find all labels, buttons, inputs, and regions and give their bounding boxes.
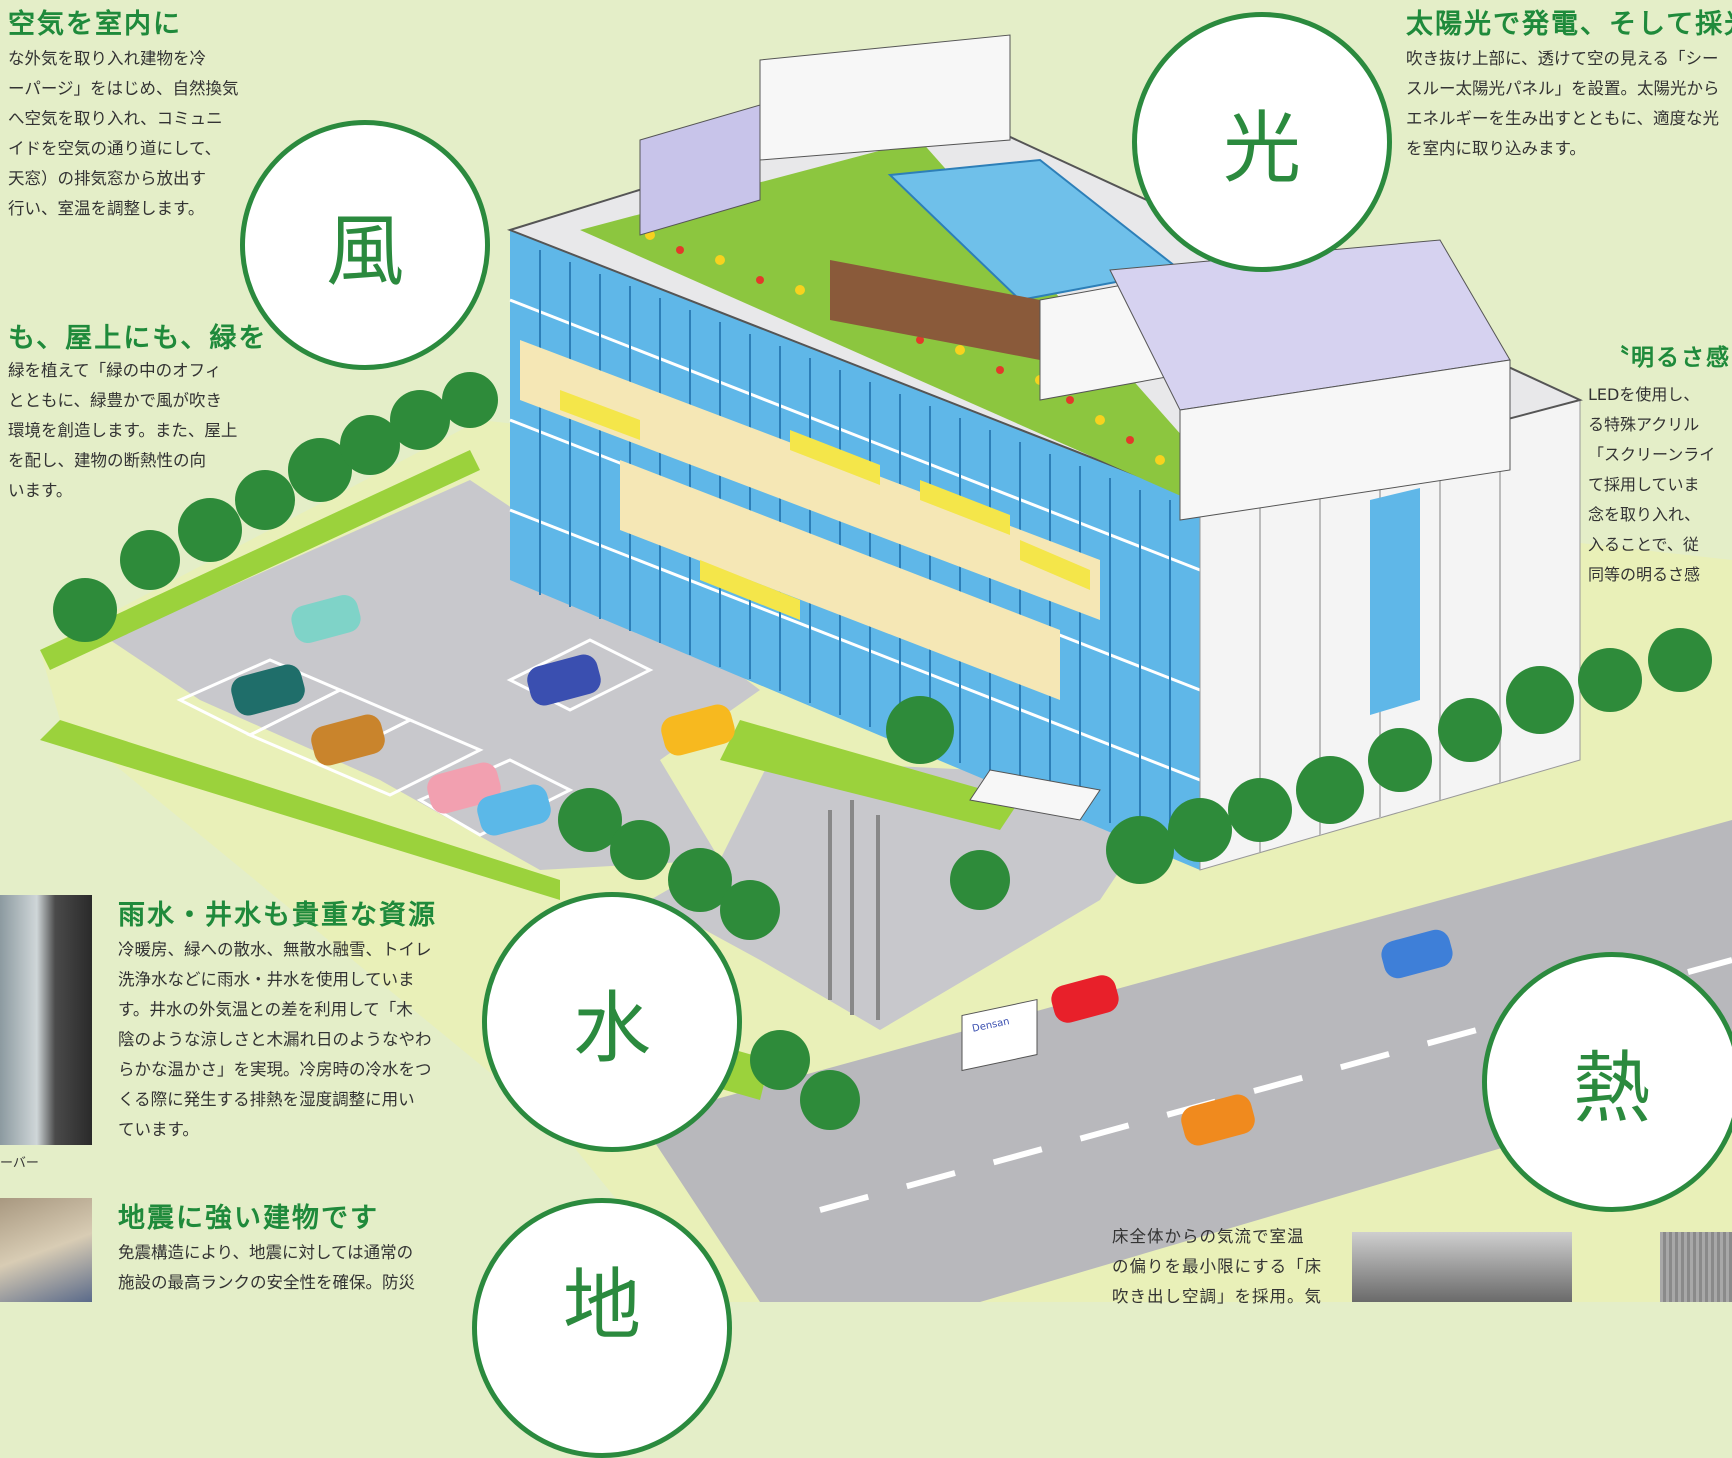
water-text: 冷暖房、緑への散水、無散水融雪、トイレ 洗浄水などに雨水・井水を使用していま す… (118, 940, 432, 1139)
solar-text: 吹き抜け上部に、透けて空の見える「シー スルー太陽光パネル」を設置。太陽光から … (1406, 49, 1720, 158)
wind-circle: 風 (240, 120, 490, 370)
building-front (510, 230, 1200, 870)
green-text: 緑を植えて「緑の中のオフィ とともに、緑豊かで風が吹き 環境を創造します。また、… (8, 361, 238, 500)
water-title: 雨水・井水も貴重な資源 (118, 900, 437, 931)
brightness-title: 〝明るさ感 (1606, 345, 1731, 371)
seismic-photo (0, 1198, 92, 1302)
earthquake-text: 免震構造により、地震に対しては通常の 施設の最高ランクの安全性を確保。防災 (118, 1243, 415, 1292)
green-title: も、屋上にも、緑を (8, 323, 268, 354)
building-illustration (40, 34, 1732, 1302)
driveway (650, 760, 1180, 1030)
brightness-text: LEDを使用し、 る特殊アクリル 「スクリーンライ て採用していま 念を取り入れ… (1588, 385, 1716, 584)
heat-circle: 熱 (1482, 952, 1732, 1212)
earthquake-title: 地震に強い建物です (118, 1203, 379, 1234)
escalator-photo (0, 895, 92, 1145)
water-circle: 水 (482, 892, 742, 1152)
earth-circle: 地 (472, 1198, 732, 1458)
photo-caption: ーバー (0, 1156, 39, 1171)
solar-title: 太陽光で発電、そして採光 (1406, 9, 1732, 40)
light-circle: 光 (1132, 12, 1392, 272)
wind-title: 空気を室内に (8, 9, 182, 40)
wind-text: な外気を取り入れ建物を冷 ーパージ」をはじめ、自然換気 へ空気を取り入れ、コミュ… (8, 49, 239, 218)
carpet-photo (1660, 1232, 1732, 1302)
heat-text: 床全体からの気流で室温 の偏りを最小限にする「床 吹き出し空調」を採用。気 (1112, 1227, 1323, 1306)
floor-vent-photo (1352, 1232, 1572, 1302)
